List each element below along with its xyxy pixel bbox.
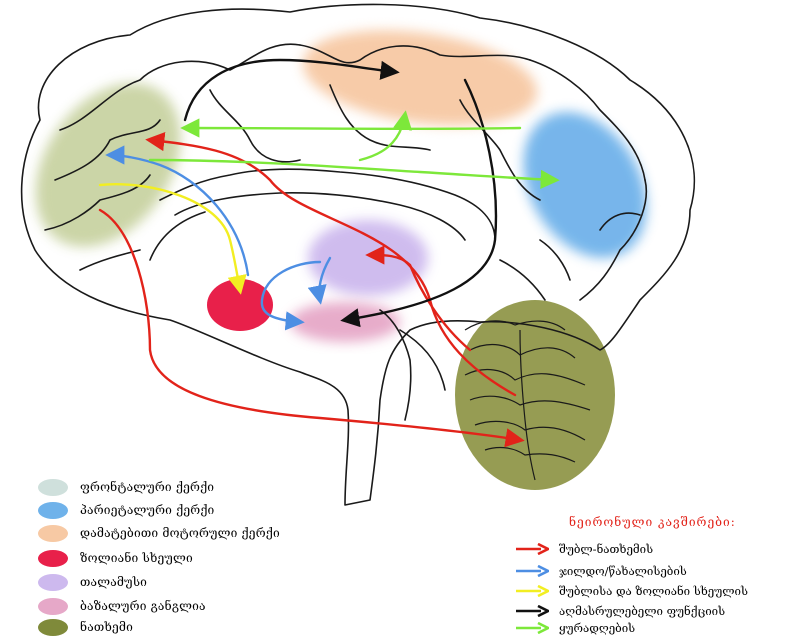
legend-swatch-striatum — [38, 550, 68, 567]
connection-label: ყურადღების — [559, 621, 635, 635]
legend-swatch-frontal — [38, 479, 68, 496]
legend-item-cerebellum: ნათხემი — [38, 617, 133, 637]
legend-label: ნათხემი — [80, 620, 133, 634]
basal-ganglia-region — [290, 302, 400, 342]
red-arrow-icon — [515, 543, 549, 555]
frontal-cortex-region — [6, 56, 211, 275]
legend-item-thalamus: თალამუსი — [38, 572, 147, 592]
legend-label: დამატებითი მოტორული ქერქი — [80, 526, 280, 540]
legend-item-striatum: ზოლიანი სხეული — [38, 548, 193, 568]
connection-label: შუბლ-ნათხემის — [559, 542, 653, 556]
legend-item-frontal: ფრონტალური ქერქი — [38, 477, 214, 497]
legend-swatch-thalamus — [38, 574, 68, 591]
cerebellum-region — [455, 300, 615, 490]
connection-label: შუბლისა და ზოლიანი სხეულის — [559, 584, 748, 598]
legend-label: ფრონტალური ქერქი — [80, 480, 214, 494]
legend-item-basal: ბაზალური განგლია — [38, 596, 206, 616]
connection-item-black: აღმასრულებელი ფუნქციის — [515, 602, 725, 620]
yellow-arrow-icon — [515, 585, 549, 597]
connection-item-yellow: შუბლისა და ზოლიანი სხეულის — [515, 582, 748, 600]
legend-label: თალამუსი — [80, 575, 147, 589]
premotor-cortex-region — [297, 17, 543, 139]
connection-item-red: შუბლ-ნათხემის — [515, 540, 653, 558]
legend-item-premotor: დამატებითი მოტორული ქერქი — [38, 523, 280, 543]
legend-swatch-cerebellum — [38, 619, 68, 636]
thalamus-region — [308, 220, 428, 296]
legend-swatch-parietal — [38, 502, 68, 519]
green-arrow-premotor-to-frontal — [185, 128, 520, 129]
connection-label: აღმასრულებელი ფუნქციის — [559, 604, 725, 618]
legend-label: ზოლიანი სხეული — [80, 551, 193, 565]
connection-item-green: ყურადღების — [515, 619, 635, 637]
green-arrow-icon — [515, 622, 549, 634]
black-arrow-icon — [515, 605, 549, 617]
blue-arrow-icon — [515, 565, 549, 577]
legend-label: პარიეტალური ქერქი — [80, 503, 214, 517]
legend-item-parietal: პარიეტალური ქერქი — [38, 500, 214, 520]
connection-label: ჯილდო/წახალისების — [559, 564, 687, 578]
legend-label: ბაზალური განგლია — [80, 599, 206, 613]
connection-item-blue: ჯილდო/წახალისების — [515, 562, 687, 580]
connections-title: ნეირონული კავშირები: — [569, 515, 736, 529]
legend-swatch-basal — [38, 598, 68, 615]
green-arrow-frontal-to-parietal — [150, 160, 555, 180]
legend-swatch-premotor — [38, 525, 68, 542]
